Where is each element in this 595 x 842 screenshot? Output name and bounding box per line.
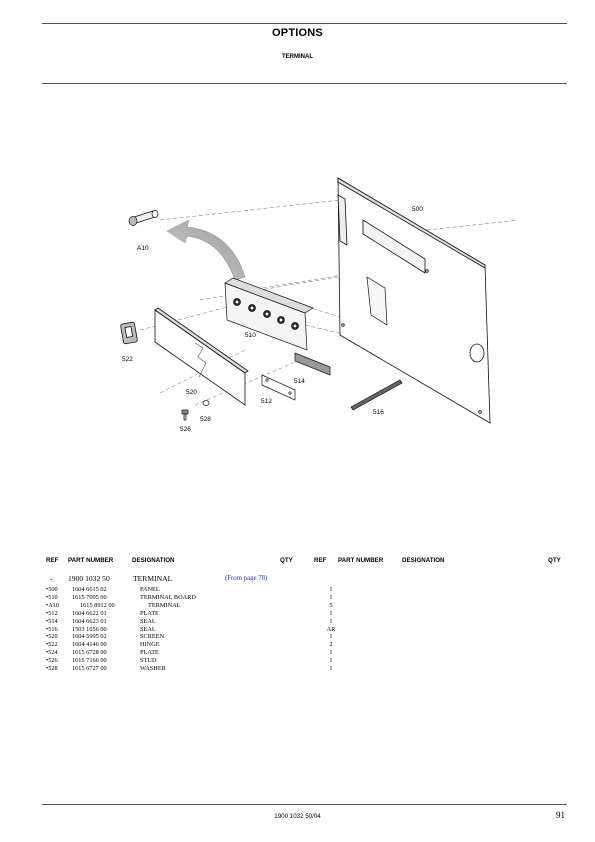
header-rule [42,83,567,84]
ref-cell: •522 [46,641,58,649]
callout-520: 520 [186,389,197,396]
qty-cell: 1 [329,649,333,657]
part-number-cell: 1615 6727 00 [72,665,107,672]
designation-cell: TERMINAL BOARD [140,593,196,601]
qty-cell: AR [326,625,336,633]
designation-cell: SCREEN [140,633,165,641]
callout-516: 516 [373,409,384,416]
designation-cell: SEAL [140,625,156,633]
callout-512: 512 [261,398,272,405]
ref-cell: •500 [46,586,58,593]
ref-cell: •520 [46,633,58,641]
ref-cell: •512 [46,609,58,617]
qty-cell: 1 [329,586,333,593]
col-designation-right: DESIGNATION [402,557,445,564]
qty-cell: 1 [329,665,333,672]
exploded-view-drawing: 500 524 A10 510 522 514 520 512 516 528 … [120,177,515,433]
callout-514: 514 [294,378,305,385]
part-number-cell: 1604 5995 02 [72,633,107,641]
qty-cell: 1 [329,617,333,625]
part-number-cell: 1604 6615 02 [72,586,107,593]
designation-cell: SEAL [140,617,156,625]
col-designation: DESIGNATION [132,557,175,564]
hinge-522 [120,321,138,345]
callout-528: 528 [200,416,211,423]
designation-cell: TERMINAL [148,601,181,609]
callout-a10: A10 [137,245,149,252]
part-number-cell: 1503 1056 00 [72,625,107,633]
designation-cell: PANEL [140,586,160,593]
designation-cell: STUD [140,657,157,665]
qty-cell: 5 [329,601,333,609]
part-number-cell: 1604 4146 00 [72,641,107,649]
part-number-cell: 1615 8912 00 [80,601,115,609]
ref-cell: •514 [46,617,58,625]
designation-cell: WASHER [140,665,166,672]
callout-526: 526 [180,426,191,433]
designation-cell: HINGE [140,641,160,649]
seal-514 [294,352,331,376]
callout-510: 510 [245,332,256,339]
qty-cell: 1 [329,593,333,601]
part-number-cell: 1604 6622 01 [72,609,107,617]
seal-516 [350,379,403,411]
page-title: OPTIONS [272,27,323,39]
ref-cell: •516 [46,625,58,633]
document-reference: 1900 1032 50/04 [274,813,321,820]
terminal-board-510 [224,277,314,351]
part-number-cell: 1615 7166 00 [72,657,107,665]
ref-cell: •510 [46,593,58,601]
col-ref: REF [46,557,59,564]
part-number-cell: 1604 6623 01 [72,617,107,625]
ref-cell: •528 [46,665,58,672]
part-number-cell: 1615 7095 00 [72,593,107,601]
top-rule [42,23,567,24]
designation-cell: TERMINAL [133,574,173,583]
col-qty-right: QTY [548,557,561,564]
page-subtitle: TERMINAL [282,54,313,60]
qty-cell: 1 [329,657,333,665]
part-number-cell: 1900 1032 50 [68,574,110,583]
ref-cell: •524 [46,649,58,657]
col-part-number: PART NUMBER [68,557,114,564]
page-number: 91 [556,810,565,820]
qty-cell: 1 [329,633,333,641]
panel-500 [337,177,491,424]
curved-arrow [166,219,246,281]
col-part-number-right: PART NUMBER [338,557,384,564]
part-number-cell: 1615 6728 00 [72,649,107,657]
screen-520 [154,307,249,406]
ref-cell: - [50,574,53,583]
from-page-link[interactable]: (From page 78) [225,574,268,582]
callout-522: 522 [122,356,133,363]
qty-cell: 2 [329,641,333,649]
ref-cell: •526 [46,657,58,665]
designation-cell: PLATE [140,649,159,657]
col-qty: QTY [280,557,293,564]
plate-512 [261,374,296,401]
footer-rule [42,804,567,805]
stud-526 [181,409,189,421]
ref-cell: •A10 [46,601,60,609]
callout-500: 500 [412,206,423,213]
terminal-a10 [128,210,159,226]
qty-cell: 1 [329,609,333,617]
col-ref-right: REF [314,557,327,564]
designation-cell: PLATE [140,609,159,617]
washer-528 [202,400,210,406]
